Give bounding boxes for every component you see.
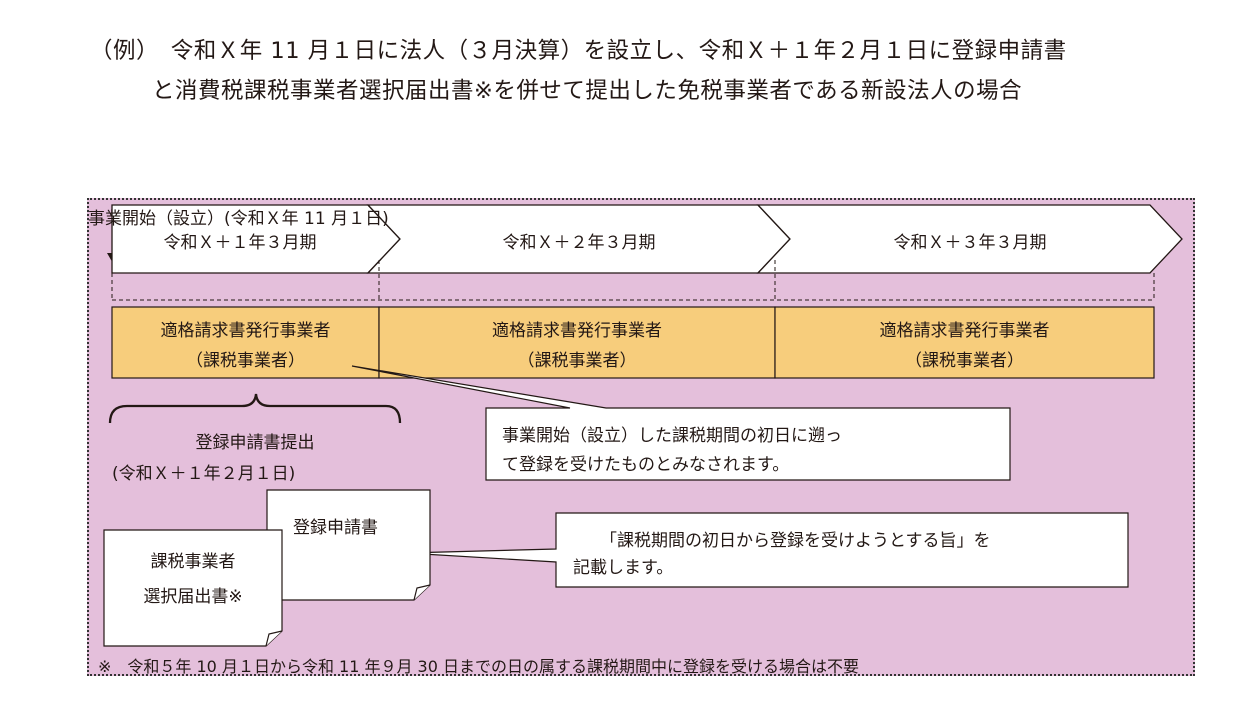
- document-election-fold: [265, 630, 283, 647]
- status-label-1a: 適格請求書発行事業者: [160, 321, 331, 341]
- period-guides: [111, 260, 1155, 301]
- status-label-2b: （課税事業者）: [517, 351, 637, 371]
- status-label-3a: 適格請求書発行事業者: [879, 321, 1050, 341]
- title-line-2: と消費税課税事業者選択届出書※を併せて提出した免税事業者である新設法人の場合: [152, 78, 1023, 104]
- footnote: ※ 令和５年 10 月１日から令和 11 年９月 30 日までの日の属する課税期…: [98, 657, 860, 676]
- status-box-1: [111, 306, 380, 379]
- callout-note-line-2: 記載します。: [573, 558, 674, 578]
- submission-label-1: 登録申請書提出: [195, 433, 315, 453]
- callout-effect-line-2: て登録を受けたものとみなされます。: [502, 455, 790, 475]
- period-label-1: 令和Ｘ＋１年３月期: [163, 233, 317, 253]
- document-registration: [266, 489, 431, 601]
- title-line-1: （例） 令和Ｘ年 11 月１日に法人（３月決算）を設立し、令和Ｘ＋１年２月１日に…: [90, 38, 1067, 64]
- callout-effect-box: [351, 365, 1011, 481]
- status-label-3b: （課税事業者）: [905, 351, 1024, 371]
- period-label-3: 令和Ｘ＋３年３月期: [893, 233, 1047, 253]
- status-box-2: [378, 306, 776, 379]
- period-label-2: 令和Ｘ＋２年３月期: [502, 233, 656, 253]
- period-chevron-3: [756, 204, 1183, 274]
- callout-effect-line-1: 事業開始（設立）した課税期間の初日に遡っ: [502, 426, 842, 446]
- document-registration-fold: [413, 584, 431, 601]
- document-election-label-2: 選択届出書※: [143, 587, 243, 607]
- document-election-label-1: 課税事業者: [150, 552, 236, 572]
- document-registration-label: 登録申請書: [293, 518, 378, 538]
- status-label-2a: 適格請求書発行事業者: [492, 321, 662, 341]
- submission-brace: [108, 393, 402, 424]
- status-box-3: [774, 306, 1155, 379]
- submission-label-2: (令和Ｘ＋１年２月１日): [112, 464, 296, 484]
- status-label-1b: （課税事業者）: [186, 351, 305, 371]
- start-label: 事業開始（設立）(令和Ｘ年 11 月１日): [88, 209, 389, 229]
- callout-note-box: [405, 512, 1129, 588]
- callout-note-line-1: 「課税期間の初日から登録を受けようとする旨」を: [600, 531, 991, 551]
